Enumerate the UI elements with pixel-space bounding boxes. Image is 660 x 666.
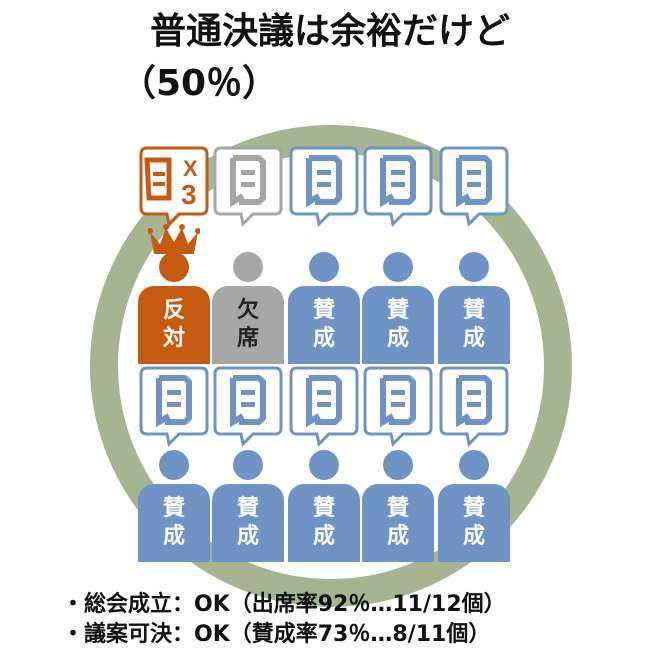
person-body: 賛成 <box>138 484 210 562</box>
ballot-bubble-icon <box>289 366 359 448</box>
vote-label-bottom: 対 <box>162 326 185 351</box>
voter-figure: 賛成 <box>288 252 360 364</box>
person-head-icon <box>383 450 413 480</box>
ballot-bubble-icon <box>289 146 359 228</box>
ballot-bubble-icon <box>363 366 433 448</box>
person-head-icon <box>233 252 263 282</box>
vote-label-bottom: 成 <box>462 326 485 351</box>
vote-label-bottom: 成 <box>386 524 409 549</box>
person-body: 賛成 <box>362 286 434 364</box>
voter-figure: 賛成 <box>438 450 510 562</box>
voter-figure: 賛成 <box>288 450 360 562</box>
person-body: 欠席 <box>212 286 284 364</box>
vote-label-top: 賛 <box>236 496 259 521</box>
person-head-icon <box>383 252 413 282</box>
person-head-icon <box>159 252 189 282</box>
vote-label-bottom: 成 <box>162 524 185 549</box>
person-body: 賛成 <box>362 484 434 562</box>
person-head-icon <box>459 252 489 282</box>
person-body: 賛成 <box>438 286 510 364</box>
vote-label-bottom: 成 <box>386 326 409 351</box>
person-body: 賛成 <box>438 484 510 562</box>
vote-label-top: 賛 <box>162 496 185 521</box>
person-head-icon <box>159 450 189 480</box>
vote-label-bottom: 成 <box>312 326 335 351</box>
voter-figure: 賛成 <box>138 450 210 562</box>
ballot-bubble-icon <box>363 146 433 228</box>
person-body: 賛成 <box>288 484 360 562</box>
vote-label-bottom: 成 <box>236 524 259 549</box>
person-head-icon <box>309 252 339 282</box>
crown-icon <box>147 224 201 260</box>
title-line-2: （50％） <box>120 63 279 104</box>
ballot-bubble-icon <box>439 366 509 448</box>
voter-figure: 反対 <box>138 252 210 364</box>
voter-figure: 賛成 <box>438 252 510 364</box>
vote-label-bottom: 成 <box>312 524 335 549</box>
ballot-bubble-icon <box>213 146 283 228</box>
vote-label-top: 賛 <box>312 496 335 521</box>
summary-resolution: ・議案可決：OK（賛成率73％…8/11個） <box>62 622 491 647</box>
ballot-bubble-icon <box>213 366 283 448</box>
voter-figure: 賛成 <box>362 450 434 562</box>
voter-figure: 賛成 <box>362 252 434 364</box>
ballot-bubble-icon <box>439 146 509 228</box>
vote-label-top: 反 <box>162 298 185 323</box>
person-head-icon <box>459 450 489 480</box>
vote-label-top: 賛 <box>462 298 485 323</box>
person-body: 反対 <box>138 286 210 364</box>
person-head-icon <box>233 450 263 480</box>
person-body: 賛成 <box>212 484 284 562</box>
person-body: 賛成 <box>288 286 360 364</box>
voter-figure: 欠席 <box>212 252 284 364</box>
summary-quorum: ・総会成立：OK（出席率92％…11/12個） <box>62 592 506 617</box>
vote-label-top: 賛 <box>386 298 409 323</box>
voter-figure: 賛成 <box>212 450 284 562</box>
person-head-icon <box>309 450 339 480</box>
svg-text:X: X <box>183 156 198 181</box>
summary-list: ・総会成立：OK（出席率92％…11/12個） ・議案可決：OK（賛成率73％…… <box>62 590 506 650</box>
svg-text:3: 3 <box>181 179 197 210</box>
vote-label-bottom: 席 <box>236 326 259 351</box>
vote-label-top: 欠 <box>236 298 259 323</box>
vote-label-top: 賛 <box>462 496 485 521</box>
title-line-1: 普通決議は余裕だけど <box>149 11 510 52</box>
ballot-bubble-x3-icon: X 3 <box>139 146 209 228</box>
vote-label-top: 賛 <box>312 298 335 323</box>
ballot-bubble-icon <box>139 366 209 448</box>
vote-label-top: 賛 <box>386 496 409 521</box>
vote-label-bottom: 成 <box>462 524 485 549</box>
